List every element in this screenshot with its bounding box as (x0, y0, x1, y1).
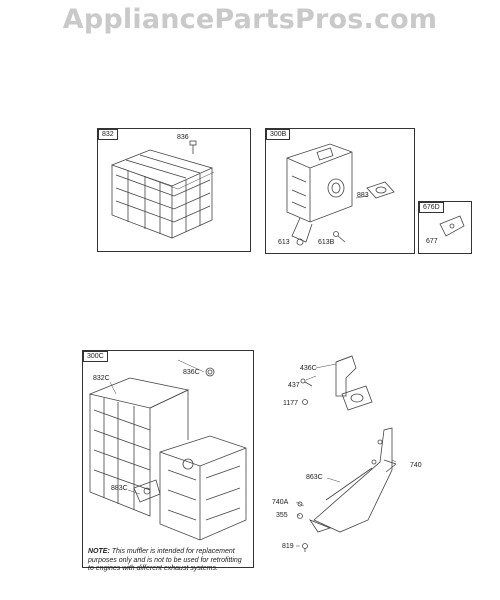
note-text: This muffler is intended for replacement… (88, 548, 242, 572)
wire-guard-832c-drawing (88, 377, 190, 517)
watermark: AppliancePartsPros.com (62, 4, 438, 35)
deflector-676d-drawing (439, 215, 465, 237)
muffler-300c-drawing (159, 435, 247, 541)
screw-836-drawing (189, 140, 197, 154)
group-tag-832: 832 (98, 129, 118, 140)
screw-437-drawing (300, 378, 313, 387)
part-label-1177: 1177 (283, 400, 299, 407)
muffler-300b-drawing (286, 143, 353, 243)
part-label-436c: 436C (300, 365, 317, 372)
part-label-740a: 740A (272, 499, 289, 506)
replacement-note: NOTE: This muffler is intended for repla… (88, 548, 246, 574)
nut-613-drawing (296, 238, 304, 246)
note-label: NOTE: (88, 548, 110, 555)
part-label-832c: 832C (93, 375, 110, 382)
part-label-836: 836 (177, 134, 189, 141)
screw-836c-drawing (205, 367, 215, 377)
gasket-ring-drawing (341, 385, 373, 411)
screw-740a-drawing (297, 501, 303, 507)
part-label-355: 355 (276, 512, 288, 519)
part-label-437: 437 (288, 382, 300, 389)
screw-613b-drawing (333, 231, 346, 243)
screw-740-drawing (383, 459, 397, 473)
exhaust-elbow-436c-drawing (335, 355, 357, 397)
part-label-836c: 836C (183, 369, 200, 376)
group-tag-300b: 300B (266, 129, 291, 140)
group-box-300b (265, 128, 415, 254)
group-tag-676d: 676D (419, 202, 444, 213)
group-tag-300c: 300C (83, 351, 108, 362)
group-box-300c (82, 350, 254, 568)
part-label-677: 677 (426, 238, 438, 245)
part-label-883: 883 (357, 192, 369, 199)
part-label-613b: 613B (318, 239, 335, 246)
gasket-883-drawing (366, 181, 395, 199)
part-label-740: 740 (410, 462, 422, 469)
washer-355-drawing (297, 513, 303, 519)
part-label-863c: 863C (306, 474, 323, 481)
screw-819-drawing (302, 543, 308, 552)
part-label-883c: 883C (111, 485, 128, 492)
wire-guard-832-drawing (110, 149, 215, 239)
part-label-613: 613 (278, 239, 290, 246)
bracket-863c-drawing (308, 427, 393, 533)
gasket-883c-drawing (133, 479, 161, 503)
part-label-819: 819 (282, 543, 294, 550)
washer-1177-drawing (302, 399, 308, 405)
